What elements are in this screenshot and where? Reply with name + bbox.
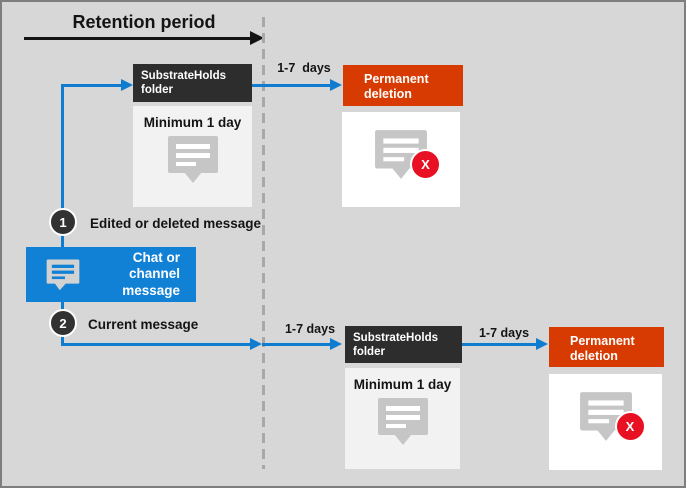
flow-line-top-vertical [61, 86, 64, 247]
substrateholds-bottom-header-line2: folder [353, 346, 385, 359]
flow-line-bottom-horizontal [61, 343, 250, 346]
minimum-duration-label-top: Minimum 1 day [143, 115, 242, 130]
step-1-circle: 1 [49, 208, 77, 236]
arrowhead-at-boundary-icon [250, 338, 262, 350]
chat-or-channel-message-box: Chat or channel message [26, 247, 196, 302]
permanent-deletion-top-line1: Permanent [364, 72, 429, 86]
message-icon [167, 136, 218, 183]
permanent-deletion-bottom-line1: Permanent [570, 334, 635, 348]
arrowhead-into-deletion-bottom-icon [536, 338, 548, 350]
substrateholds-top-body: Minimum 1 day [133, 106, 252, 207]
permanent-deletion-bottom-body: X [549, 374, 662, 470]
delete-x-badge-icon: X [410, 149, 441, 180]
duration-label-middle: 1-7 days [284, 322, 336, 336]
step-2-circle: 2 [49, 309, 77, 337]
substrateholds-top-header: SubstrateHolds folder [133, 64, 252, 102]
arrowhead-into-substrateholds-top-icon [121, 79, 133, 91]
timeline-arrowhead-icon [250, 31, 264, 45]
step-1-label: Edited or deleted message [90, 216, 262, 231]
chat-box-label-line2: message [122, 282, 180, 298]
arrowhead-into-deletion-top-icon [330, 79, 342, 91]
flow-line-top-to-deletion [252, 84, 330, 87]
flow-line-bottom-to-substrateholds [262, 343, 330, 346]
deleted-message-icon-group: X [579, 390, 646, 442]
substrateholds-top-header-line1: SubstrateHolds [141, 70, 226, 82]
message-icon [377, 398, 428, 445]
arrowhead-into-substrateholds-bottom-icon [330, 338, 342, 350]
flow-line-bottom-to-deletion [462, 343, 536, 346]
chat-box-label: Chat or channel message [80, 250, 196, 299]
substrateholds-bottom-header: SubstrateHolds folder [345, 326, 462, 363]
permanent-deletion-top-line2: deletion [364, 87, 412, 102]
substrateholds-bottom-body: Minimum 1 day [345, 368, 460, 469]
flow-line-top-horizontal [61, 84, 121, 87]
chat-message-icon [46, 259, 80, 291]
substrateholds-top-header-line2: folder [141, 84, 173, 97]
delete-x-badge-icon: X [614, 411, 646, 442]
deleted-message-icon-group: X [374, 128, 441, 180]
duration-label-right: 1-7 days [478, 326, 530, 340]
retention-boundary-dashed-line [262, 17, 265, 469]
permanent-deletion-bottom-header: Permanent deletion [549, 327, 664, 367]
permanent-deletion-top-header: Permanent deletion [343, 65, 463, 106]
timeline-arrow-line [24, 37, 251, 40]
duration-label-top: 1-7 days [277, 61, 331, 75]
permanent-deletion-bottom-line2: deletion [570, 349, 618, 364]
step-2-label: Current message [88, 317, 199, 332]
minimum-duration-label-bottom: Minimum 1 day [353, 377, 452, 392]
substrateholds-bottom-header-line1: SubstrateHolds [353, 332, 438, 344]
chat-box-label-line1: Chat or channel [128, 250, 180, 282]
permanent-deletion-top-body: X [342, 112, 460, 207]
retention-period-title: Retention period [72, 12, 216, 32]
